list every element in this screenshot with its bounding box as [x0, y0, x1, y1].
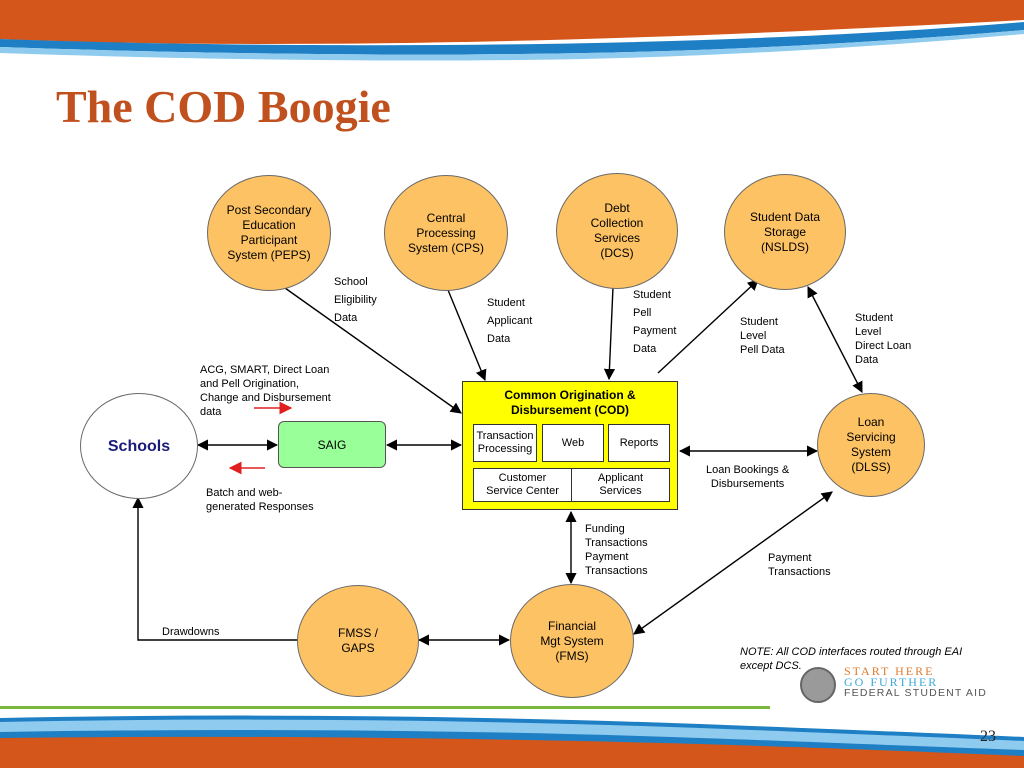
bottom-banner [0, 706, 1024, 768]
arrow-dlss-fms [633, 491, 833, 635]
arrow-fmss-schools [132, 496, 297, 641]
page-title: The COD Boogie [56, 81, 391, 132]
logo-line1: START HERE [844, 664, 935, 678]
node-fms: Financial Mgt System (FMS) [510, 584, 634, 698]
node-dlss-label: Loan Servicing System (DLSS) [846, 415, 896, 474]
note-eai: NOTE: All COD interfaces routed through … [740, 646, 963, 672]
logo-line3: FEDERAL STUDENT AID [844, 687, 987, 699]
node-peps: Post Secondary Education Participant Sys… [207, 175, 331, 291]
cod-applicant-services: Applicant Services [571, 468, 670, 502]
node-dcs-label: Debt Collection Services (DCS) [590, 201, 644, 260]
arrow-cps-cod [447, 289, 487, 382]
node-schools-label: Schools [107, 437, 171, 455]
label-batch-responses: Batch and web-generated Responses [206, 487, 314, 513]
fsa-logo: START HERE GO FURTHER FEDERAL STUDENT AI… [800, 664, 996, 704]
node-saig: SAIG [278, 421, 386, 468]
node-nslds: Student Data Storage (NSLDS) [724, 174, 846, 290]
node-cps: Central Processing System (CPS) [384, 175, 508, 291]
top-banner [0, 0, 1024, 70]
cod-transaction-processing: Transaction Processing [473, 424, 537, 462]
arrow-dcs-cod [603, 286, 616, 381]
node-schools: Schools [80, 393, 198, 499]
logo-line2: GO FURTHER [844, 675, 939, 689]
arrow-nslds-dlss [807, 286, 863, 393]
label-drawdowns: Drawdowns [162, 626, 220, 638]
node-dlss: Loan Servicing System (DLSS) [817, 393, 925, 497]
node-dcs: Debt Collection Services (DCS) [556, 173, 678, 289]
seal-icon [800, 667, 836, 703]
cod-reports: Reports [608, 424, 670, 462]
node-fmss-label: FMSS / GAPS [337, 626, 378, 655]
node-fms-label: Financial Mgt System (FMS) [540, 618, 604, 663]
node-fmss: FMSS / GAPS [297, 585, 419, 697]
cod-title: Common Origination & Disbursement (COD) [504, 388, 636, 417]
node-peps-label: Post Secondary Education Participant Sys… [226, 203, 312, 262]
cod-web: Web [542, 424, 604, 462]
arrow-peps-cod [284, 287, 462, 414]
cod-system: Common Origination & Disbursement (COD) … [462, 381, 678, 510]
page-number: 23 [980, 728, 996, 745]
arrow-cod-nslds [657, 279, 759, 374]
node-cps-label: Central Processing System (CPS) [407, 210, 484, 255]
cod-customer-service: Customer Service Center [473, 468, 572, 502]
node-nslds-label: Student Data Storage (NSLDS) [749, 209, 821, 254]
label-loan-bookings: Loan Bookings &Disbursements [706, 464, 790, 490]
node-saig-label: SAIG [317, 437, 347, 452]
